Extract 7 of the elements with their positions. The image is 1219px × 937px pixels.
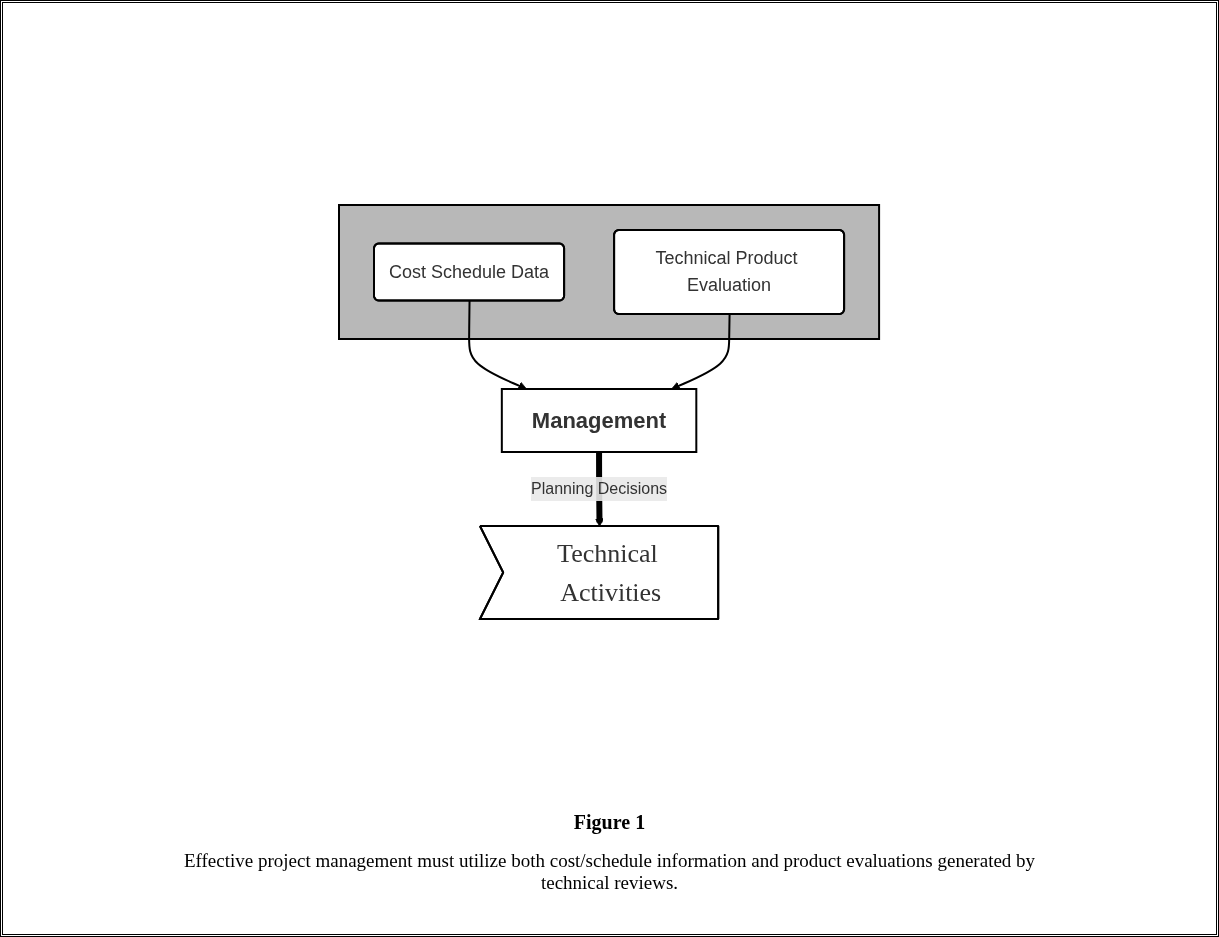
figure-label: Figure 1 <box>573 811 646 834</box>
arrow <box>671 313 732 390</box>
cluster <box>338 204 881 340</box>
arrow <box>468 300 528 390</box>
caption: Effective project management must utilize both cost/schedule information and product evaluations generated by technical reviews. <box>182 850 1037 894</box>
edge-label: Planning Decisions <box>531 480 668 497</box>
node-box: Management <box>501 388 698 453</box>
